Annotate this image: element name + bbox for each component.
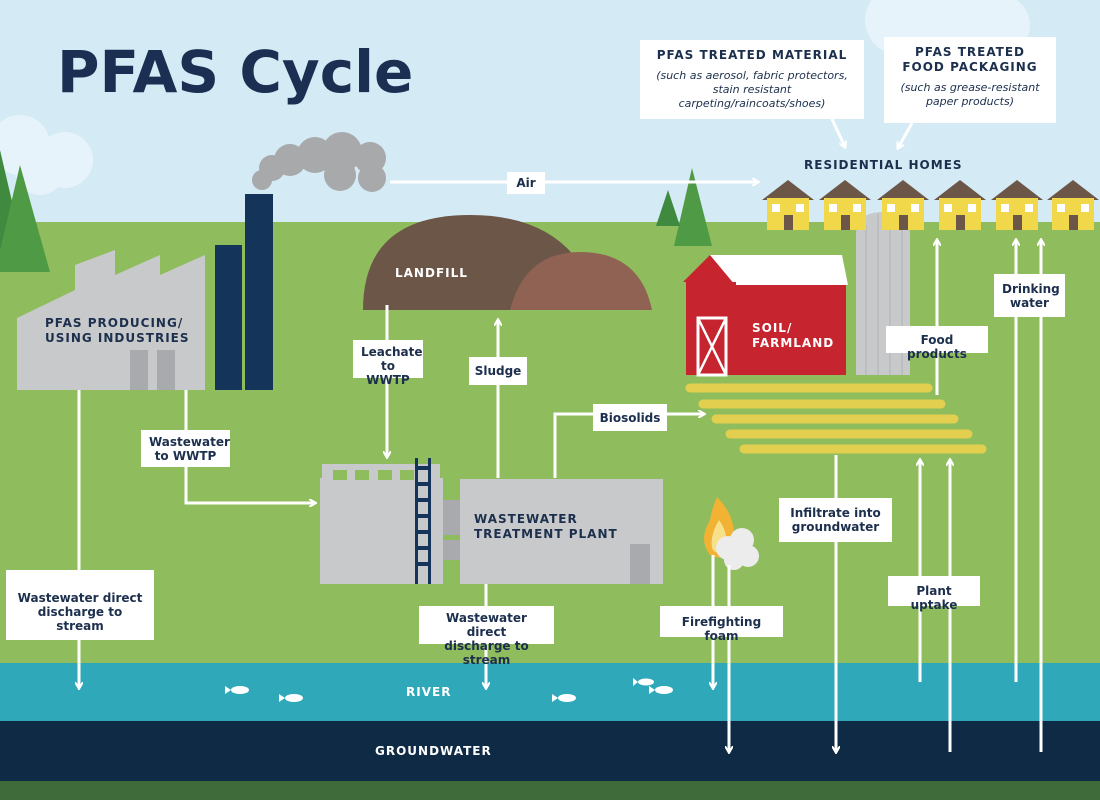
factory-building [17, 250, 205, 390]
river [0, 663, 1100, 721]
wwtp-label-line-1: WASTEWATER [474, 512, 578, 526]
soil-farmland-label: SOIL/ FARMLAND [752, 321, 834, 351]
smokestacks [215, 194, 273, 390]
industries-label: PFAS PRODUCING/ USING INDUSTRIES [45, 316, 190, 346]
direct-discharge-label-center: Wastewater direct discharge to stream [419, 606, 554, 667]
smoke [252, 132, 386, 192]
leachate-line-2: to WWTP [366, 359, 410, 387]
landfill-mounds [363, 215, 652, 310]
river-label: RIVER [406, 685, 452, 699]
fire-icon [704, 497, 759, 570]
food-products-label: Food products [886, 326, 988, 361]
industries-label-line-1: PFAS PRODUCING/ [45, 316, 184, 330]
wwtp-label-line-2: TREATMENT PLANT [474, 527, 618, 541]
drinking-water-label: Drinking water [994, 274, 1065, 317]
crop-rows [685, 383, 987, 454]
treated-material-note: (such as aerosol, fabric protectors, sta… [656, 69, 848, 110]
treated-material-heading: PFAS TREATED MATERIAL [656, 48, 848, 62]
air-label: Air [507, 172, 545, 194]
plant-uptake-label: Plant uptake [888, 576, 980, 612]
treated-packaging-note: (such as grease-resistant paper products… [900, 81, 1040, 108]
wastewater-to-wwtp-line-2: to WWTP [154, 449, 217, 463]
firefighting-foam-label: Firefighting foam [660, 606, 783, 643]
industries-label-line-2: USING INDUSTRIES [45, 331, 190, 345]
groundwater [0, 721, 1100, 781]
treatment-plant [320, 458, 663, 584]
wastewater-to-wwtp-label: Wastewater to WWTP [141, 430, 230, 467]
treated-material-box: PFAS TREATED MATERIAL (such as aerosol, … [640, 40, 864, 119]
drinking-water-line-1: Drinking [1002, 282, 1060, 296]
leachate-line-1: Leachate [361, 345, 423, 359]
infiltrate-label: Infiltrate into groundwater [779, 498, 892, 542]
direct-discharge-left-line-2: discharge to stream [37, 605, 123, 633]
biosolids-label: Biosolids [593, 404, 667, 431]
page-title: PFAS Cycle [57, 38, 414, 106]
direct-discharge-left-line-1: Wastewater direct [17, 591, 143, 605]
barn [683, 255, 848, 377]
infiltrate-line-1: Infiltrate into [790, 506, 881, 520]
fish-icons [225, 678, 673, 702]
treated-packaging-heading: PFAS TREATED FOOD PACKAGING [902, 45, 1038, 74]
soil-label-line-1: SOIL/ [752, 321, 793, 335]
drinking-water-line-2: water [1010, 296, 1049, 310]
direct-discharge-center-line-1: Wastewater direct [446, 611, 527, 639]
leachate-label: Leachate to WWTP [353, 340, 423, 387]
treated-packaging-box: PFAS TREATED FOOD PACKAGING (such as gre… [884, 37, 1056, 123]
trees [0, 150, 712, 272]
wastewater-to-wwtp-line-1: Wastewater [149, 435, 230, 449]
flow-arrows [79, 116, 1041, 752]
sludge-label: Sludge [469, 357, 527, 385]
residential-houses [762, 180, 1099, 230]
bedrock-strip [0, 781, 1100, 800]
direct-discharge-label-left: Wastewater direct discharge to stream [6, 570, 154, 640]
infiltrate-line-2: groundwater [791, 520, 880, 534]
wwtp-label: WASTEWATER TREATMENT PLANT [474, 512, 618, 542]
landfill-label: LANDFILL [395, 266, 468, 280]
groundwater-label: GROUNDWATER [375, 744, 492, 758]
residential-homes-label: RESIDENTIAL HOMES [804, 158, 963, 172]
direct-discharge-center-line-2: discharge to stream [444, 639, 529, 667]
soil-label-line-2: FARMLAND [752, 336, 835, 350]
plant-ladder [415, 458, 431, 584]
